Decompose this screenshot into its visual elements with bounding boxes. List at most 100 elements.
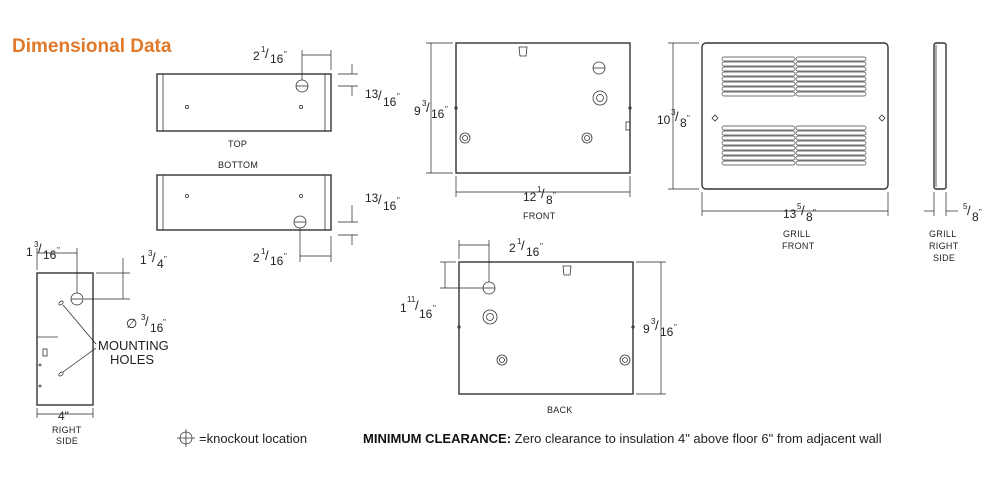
louver-slat <box>721 150 796 156</box>
back-view <box>440 240 666 395</box>
svg-text:9: 9 <box>414 104 421 118</box>
louver-slat <box>795 71 867 77</box>
grill-side-view <box>924 42 958 216</box>
dim-grill-height: 10 3 / 8 " <box>657 108 690 130</box>
knockout-icon <box>177 429 195 447</box>
louver-slat <box>721 145 796 151</box>
dim-back-offset-y: 1 11 / 16 " <box>400 295 436 321</box>
svg-text:": " <box>674 323 677 332</box>
louver-slat <box>795 91 867 97</box>
legend-knockout: =knockout location <box>199 431 307 446</box>
dim-side-width: 4" <box>58 409 69 423</box>
svg-text:/: / <box>415 298 419 313</box>
label-grill-side-1: GRILL <box>929 229 957 239</box>
dim-front-height: 9 3 / 16 " <box>414 99 448 121</box>
label-side: SIDE <box>56 436 78 446</box>
dim-front-width: 12 1 / 8 " <box>523 185 556 207</box>
svg-text:": " <box>397 92 400 101</box>
svg-text:13: 13 <box>365 87 379 101</box>
svg-text:16: 16 <box>660 325 674 339</box>
svg-text:16: 16 <box>383 199 397 213</box>
svg-text:/: / <box>145 314 149 329</box>
grill-louvers <box>721 56 867 166</box>
dim-back-height: 9 3 / 16 " <box>643 317 677 339</box>
svg-text:11: 11 <box>407 295 416 304</box>
svg-text:3: 3 <box>148 249 153 258</box>
svg-text:": " <box>445 105 448 114</box>
label-back: BACK <box>547 405 573 415</box>
svg-text:5: 5 <box>963 202 968 211</box>
svg-text:2: 2 <box>253 251 260 265</box>
dim-bottom-depth: 13 / 16 " <box>365 191 400 213</box>
louver-slat <box>721 160 796 166</box>
svg-text:/: / <box>967 203 971 218</box>
louver-slat <box>795 140 867 146</box>
louver-slat <box>795 125 867 131</box>
louver-slat <box>721 71 796 77</box>
svg-text:": " <box>540 242 543 251</box>
svg-text:/: / <box>541 186 545 201</box>
page-title: Dimensional Data <box>12 36 172 57</box>
svg-text:": " <box>433 304 436 313</box>
louver-slat <box>721 66 796 72</box>
louver-slat <box>721 81 796 87</box>
dim-side-offset-y: 1 3 / 4 " <box>140 249 167 271</box>
dim-top-depth: 13 / 16 " <box>365 87 400 109</box>
louver-slat <box>795 145 867 151</box>
louver-slat <box>795 150 867 156</box>
grill-front-view <box>668 42 889 216</box>
svg-text:/: / <box>675 109 679 124</box>
svg-text:/: / <box>655 318 659 333</box>
svg-text:8: 8 <box>972 210 979 224</box>
louver-slat <box>795 135 867 141</box>
svg-text:/: / <box>378 192 382 207</box>
svg-text:": " <box>687 114 690 123</box>
label-mounting: MOUNTING <box>98 338 169 353</box>
front-view <box>426 42 632 197</box>
svg-text:/: / <box>265 46 269 61</box>
svg-text:10: 10 <box>657 113 671 127</box>
louver-slat <box>795 81 867 87</box>
svg-text:16: 16 <box>43 248 57 262</box>
label-grill-front: FRONT <box>782 241 815 251</box>
dim-back-width: 2 1 / 16 " <box>509 237 543 259</box>
svg-text:/: / <box>265 248 269 263</box>
louver-slat <box>721 155 796 161</box>
svg-text:/: / <box>152 250 156 265</box>
svg-text:2: 2 <box>509 241 516 255</box>
louver-slat <box>795 56 867 62</box>
svg-text:16: 16 <box>419 307 433 321</box>
svg-text:": " <box>397 196 400 205</box>
svg-text:4: 4 <box>157 257 164 271</box>
louver-slat <box>795 86 867 92</box>
louver-slat <box>721 130 796 136</box>
label-top: TOP <box>228 139 247 149</box>
svg-text:16: 16 <box>383 95 397 109</box>
louver-slat <box>721 125 796 131</box>
svg-text:3: 3 <box>651 317 656 326</box>
svg-text:1: 1 <box>26 245 33 259</box>
svg-text:3: 3 <box>671 108 676 117</box>
svg-text:/: / <box>378 88 382 103</box>
svg-text:∅: ∅ <box>126 316 137 331</box>
svg-text:16: 16 <box>150 321 164 335</box>
louver-slat <box>721 76 796 82</box>
louver-slat <box>721 86 796 92</box>
svg-text:1: 1 <box>261 45 266 54</box>
svg-text:": " <box>164 255 167 264</box>
svg-text:13: 13 <box>783 207 797 221</box>
label-grill: GRILL <box>783 229 811 239</box>
label-bottom: BOTTOM <box>218 160 258 170</box>
louver-slat <box>721 61 796 67</box>
bottom-view <box>156 174 358 262</box>
dim-grill-width: 13 5 / 8 " <box>783 202 816 224</box>
svg-text:12: 12 <box>523 190 537 204</box>
louver-slat <box>721 140 796 146</box>
svg-text:": " <box>553 191 556 200</box>
svg-text:1: 1 <box>537 185 542 194</box>
top-view <box>156 50 358 132</box>
louver-slat <box>721 91 796 97</box>
svg-text:1: 1 <box>400 301 407 315</box>
svg-text:13: 13 <box>365 191 379 205</box>
